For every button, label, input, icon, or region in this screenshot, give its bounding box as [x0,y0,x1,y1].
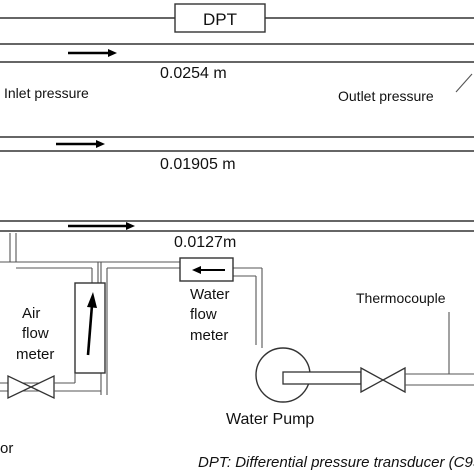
air-flow-meter-label-2: flow [22,325,49,342]
dpt-box [174,3,266,33]
water-pump-label: Water Pump [226,411,314,428]
air-flow-meter-label-3: meter [16,346,54,363]
thermocouple-label: Thermocouple [356,290,446,306]
water-flow-meter-label-2: flow [190,306,217,323]
pipe-3: 0.0127m [0,220,474,251]
footnote: DPT: Differential pressure transducer (C… [198,454,474,471]
outlet-pressure-label: Outlet pressure [338,88,434,104]
water-flow-meter-label-3: meter [190,327,228,344]
flow-direction-arrow-icon [56,140,105,148]
flow-direction-arrow-icon [68,49,117,57]
pipe-1-diameter: 0.0254 m [160,65,227,82]
compressor-label-partial: or [0,440,13,457]
water-valve-icon [360,366,474,394]
air-valve-icon [7,374,75,400]
water-flow-meter: Water flow meter [179,257,234,344]
air-flow-meter-label-1: Air [22,305,40,322]
water-flow-arrow-icon [192,266,225,274]
water-flow-meter-label-1: Water [190,286,229,303]
dpt-box-label: DPT [203,10,237,29]
flow-direction-arrow-icon [68,222,135,230]
pipe-2-diameter: 0.01905 m [160,156,236,173]
outlet-pressure-leader [455,73,473,93]
air-flow-arrow-icon [86,292,97,356]
water-pump: Water Pump [226,347,362,428]
inlet-pressure-label: Inlet pressure [4,85,89,101]
air-flow-meter: Air flow meter [16,282,106,374]
pipe-2: 0.01905 m [0,136,474,173]
pipe-3-diameter: 0.0127m [174,234,236,251]
pipe-1: DPT 0.0254 m Inlet pressure Outlet press… [0,3,474,104]
